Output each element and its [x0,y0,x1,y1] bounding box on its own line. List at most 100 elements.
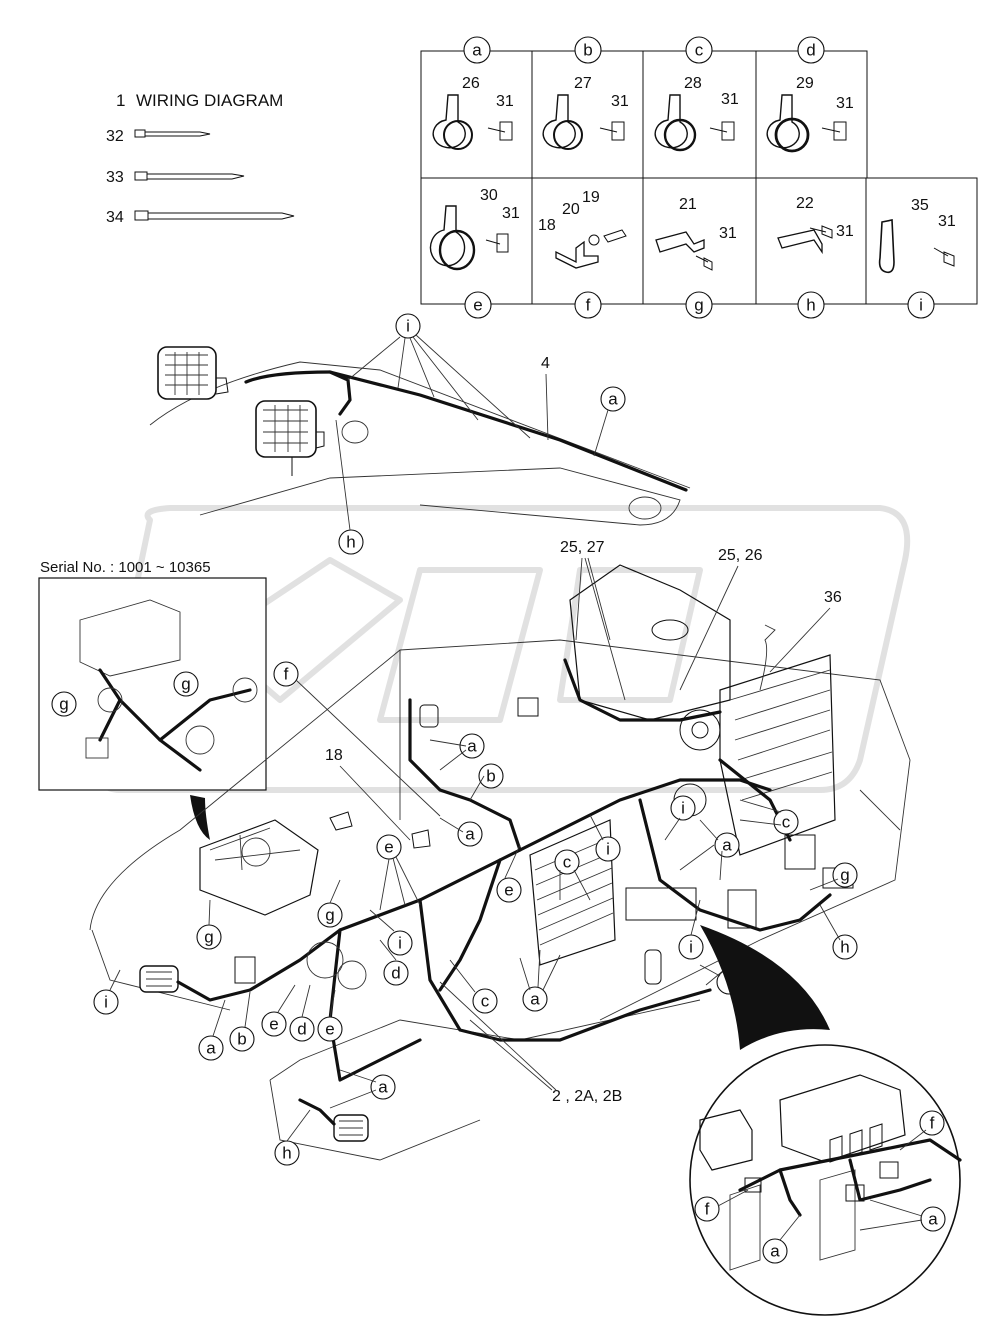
callout-g: g [204,928,213,947]
callout-b: b [486,767,495,786]
callout-h: h [840,938,849,957]
machine-body [89,639,911,1161]
callout-e: e [504,881,513,900]
part-number: 22 [796,195,814,212]
svg-text:i: i [406,317,410,336]
callout-f: f [273,661,299,687]
detail-a: a 26 31 [432,36,514,150]
callout-a: a [530,990,540,1009]
detail-g: 21 31 g [655,196,737,319]
callout-g: g [325,906,334,925]
clamp-number: 29 [796,75,814,92]
main-harness [176,658,832,1126]
detail-key: g [694,296,703,315]
callout-a: a [467,737,477,756]
main-harness-label: 2 , 2A, 2B [552,1088,622,1105]
callout-f: f [930,1114,935,1133]
detail-b: b 27 31 [542,36,629,150]
tie-number: 33 [106,169,124,186]
diagram-title-number: 1 [116,91,125,110]
detail-key: i [919,296,923,315]
bolt-number: 31 [611,93,629,110]
components [234,697,854,990]
callout-a: a [206,1039,216,1058]
main-callouts: a b a e e c i i c a g h i i a c i d a g … [93,733,858,1166]
detail-h: 22 31 h [777,195,854,319]
callout-i: i [104,993,108,1012]
callout-g: g [840,866,849,885]
detail-key: f [586,296,591,315]
callout-c: c [563,853,572,872]
part-number: 31 [938,213,956,230]
bolt-number: 31 [496,93,514,110]
tie-32: 32 [106,128,211,145]
callout-a: a [722,836,732,855]
detail-d: d 29 31 [766,36,854,153]
part-number: 20 [562,201,580,218]
part-number: 31 [719,225,737,242]
boom-harness-label: 4 [541,355,550,372]
callout-a: a [600,386,626,412]
callout-i: i [606,840,610,859]
label-18: 18 [325,747,343,764]
serial-inset: Serial No. : 1001 ~ 10365 g g [38,559,267,791]
callout-h: h [282,1144,291,1163]
tie-number: 32 [106,128,124,145]
detail-key: e [473,296,482,315]
detail-key: b [583,41,592,60]
svg-text:f: f [284,665,289,684]
callout-c: c [481,992,490,1011]
label-25-26: 25, 26 [718,547,763,564]
part-number: 30 [480,187,498,204]
callout-g: g [51,691,77,717]
svg-text:g: g [181,675,190,694]
callout-i: i [395,313,421,339]
inset-pointer [190,795,210,840]
detail-i: 35 31 i [878,197,956,319]
callout-f: f [705,1200,710,1219]
part-number: 31 [836,223,854,240]
detail-magnifier: f f a a [689,925,962,1316]
serial-label: Serial No. : 1001 ~ 10365 [40,559,211,576]
label-36: 36 [824,589,842,606]
callout-a: a [465,825,475,844]
callout-a: a [770,1242,780,1261]
tie-34: 34 [106,209,295,226]
callout-e: e [325,1020,334,1039]
detail-c: c 28 31 [654,36,739,152]
callout-h: h [338,529,364,555]
callout-i: i [689,938,693,957]
detail-key: d [806,41,815,60]
part-number: 19 [582,189,600,206]
svg-text:a: a [608,390,618,409]
clamp-detail-table: a 26 31 b 27 31 c 28 31 d 29 31 [420,36,978,319]
part-number: 31 [502,205,520,222]
battery-box [199,819,319,916]
clamp-number: 26 [462,75,480,92]
callout-d: d [391,964,400,983]
tie-33: 33 [106,169,245,186]
part-number: 35 [911,197,929,214]
callout-a: a [378,1078,388,1097]
detail-e: 30 31 e [429,187,520,319]
callout-e: e [269,1015,278,1034]
callout-g: g [173,671,199,697]
label-25-27: 25, 27 [560,539,605,556]
tie-number: 34 [106,209,124,226]
boom-assembly: 4 i a h [149,313,691,555]
callout-i: i [681,799,685,818]
detail-key: a [472,41,482,60]
callout-d: d [297,1020,306,1039]
work-light [255,400,325,476]
bolt-number: 31 [836,95,854,112]
callout-b: b [237,1030,246,1049]
svg-text:h: h [346,533,355,552]
diagram-title: WIRING DIAGRAM [136,91,283,110]
part-number: 21 [679,196,697,213]
detail-key: h [806,296,815,315]
work-light [157,346,229,400]
clamp-number: 28 [684,75,702,92]
detail-key: c [695,41,704,60]
front-light [139,965,179,993]
